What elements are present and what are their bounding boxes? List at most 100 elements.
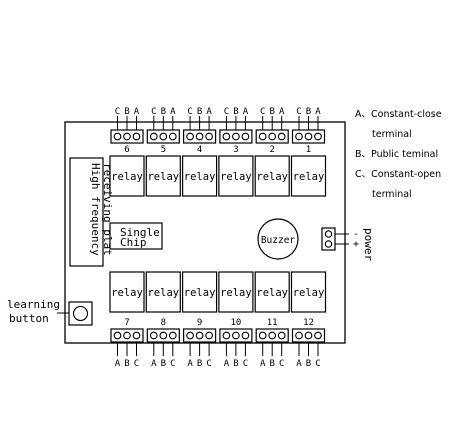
terminal-block [146, 328, 180, 343]
relay-box [109, 271, 145, 313]
terminal-block [291, 328, 326, 343]
relay-label: relay [220, 171, 252, 183]
terminal-pin [168, 331, 177, 340]
terminal-pin [195, 132, 204, 141]
relay-number: 7 [124, 318, 129, 328]
terminal-block [183, 129, 217, 144]
learning-button[interactable] [68, 301, 93, 326]
relay-box [218, 271, 254, 313]
terminal-pin [149, 132, 158, 141]
relay-box [109, 155, 145, 197]
relay-number: 6 [124, 145, 129, 155]
relay-label: relay [111, 171, 143, 183]
relay-number: 2 [269, 145, 274, 155]
relay-number: 3 [233, 145, 238, 155]
power-pin-plus [324, 240, 333, 248]
relay-number: 10 [230, 318, 241, 328]
relay-label: relay [293, 287, 325, 299]
relay-number: 9 [197, 318, 202, 328]
hf-receiving-plate [69, 157, 104, 267]
pin-letter: B [269, 107, 274, 117]
terminal-pin [168, 132, 177, 141]
terminal-pin [241, 331, 250, 340]
pin-letter: A [187, 359, 193, 369]
terminal-pin [132, 331, 141, 340]
chip-label-line1: Single [120, 226, 160, 239]
terminal-block [219, 328, 253, 343]
terminal-block [255, 129, 289, 144]
learning-button-knob[interactable] [72, 305, 89, 322]
terminal-pin [268, 331, 277, 340]
relay-label: relay [184, 287, 216, 299]
terminal-pin [222, 132, 231, 141]
terminal-pin [268, 132, 277, 141]
terminal-block [183, 328, 217, 343]
terminal-pin [205, 331, 213, 340]
pin-letter: B [306, 107, 311, 117]
pin-letter: C [170, 359, 175, 369]
legend-b-line1: B、Public teminal [355, 149, 438, 160]
terminal-pin [186, 132, 194, 141]
pin-letter: A [170, 107, 176, 117]
terminal-pin [295, 331, 303, 340]
pin-letter: C [115, 107, 120, 117]
terminal-pin [258, 132, 267, 141]
terminal-pin [113, 331, 122, 340]
relay-number: 5 [161, 145, 166, 155]
learning-label-line2: button [9, 312, 49, 325]
terminal-pin [232, 331, 240, 340]
terminal-block [146, 129, 180, 144]
legend-c-line1: C、Constant-open [355, 169, 441, 180]
learning-label-line1: learning [7, 298, 60, 311]
terminal-pin [304, 331, 313, 340]
pin-letter: C [187, 107, 192, 117]
terminal-pin [277, 132, 286, 141]
pin-letter: C [206, 359, 211, 369]
chip-label-line2: Chip [120, 236, 147, 249]
pin-letter: A [151, 359, 157, 369]
relay-number: 11 [267, 318, 278, 328]
pin-letter: B [124, 107, 129, 117]
relay-box [145, 271, 181, 313]
board-outline [64, 121, 346, 344]
terminal-block [219, 129, 253, 144]
pin-letter: A [315, 107, 321, 117]
relay-box [182, 155, 218, 197]
terminal-pin [195, 331, 204, 340]
pin-letter: C [315, 359, 320, 369]
pin-letter: C [134, 359, 139, 369]
terminal-pin [295, 132, 303, 141]
relay-box [254, 271, 290, 313]
terminal-pin [159, 132, 168, 141]
relay-box [218, 155, 254, 197]
single-chip [109, 222, 163, 250]
pin-letter: A [243, 107, 249, 117]
pin-letter: B [124, 359, 129, 369]
terminal-pin [186, 331, 194, 340]
pin-letter: A [260, 359, 266, 369]
pin-letter: C [279, 359, 284, 369]
pin-letter: C [224, 107, 229, 117]
relay-label: relay [147, 171, 179, 183]
relay-label: relay [147, 287, 179, 299]
power-pin-minus [324, 230, 333, 238]
terminal-pin [205, 132, 213, 141]
terminal-block [110, 328, 144, 343]
pin-letter: B [161, 107, 166, 117]
pin-letter: B [233, 107, 238, 117]
relay-box [182, 271, 218, 313]
pin-letter: B [306, 359, 311, 369]
power-minus-label: - [353, 229, 359, 240]
relay-label: relay [184, 171, 216, 183]
terminal-pin [304, 132, 313, 141]
terminal-block [110, 129, 144, 144]
terminal-pin [132, 132, 141, 141]
pin-letter: A [296, 359, 302, 369]
relay-label: relay [111, 287, 143, 299]
terminal-pin [113, 132, 122, 141]
terminal-pin [314, 132, 322, 141]
terminal-pin [149, 331, 158, 340]
